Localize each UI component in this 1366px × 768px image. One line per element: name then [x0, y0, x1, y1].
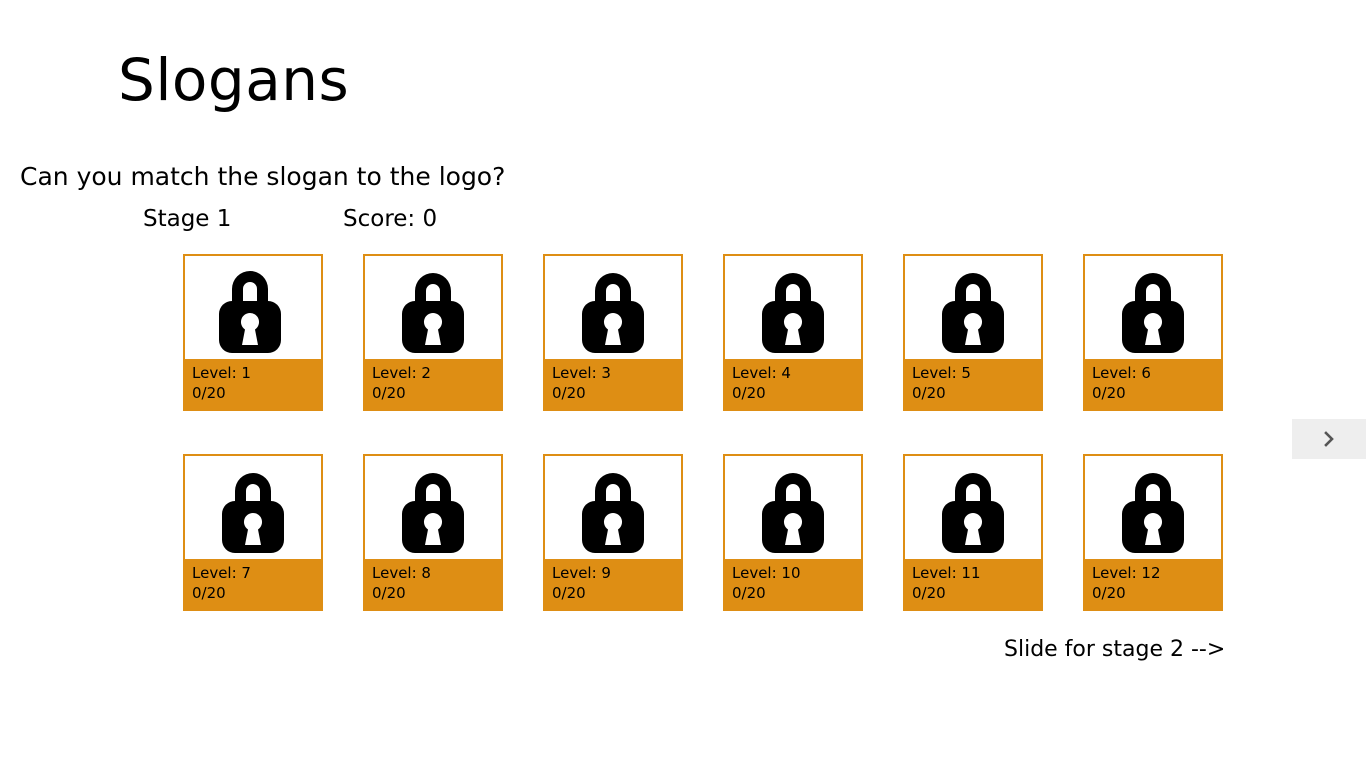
level-card-image: [185, 256, 321, 359]
level-card[interactable]: Level: 5 0/20: [903, 254, 1043, 411]
level-card-progress: 0/20: [192, 384, 226, 402]
level-card-image: [545, 456, 681, 559]
level-card-footer: Level: 3 0/20: [545, 359, 681, 409]
level-card-progress: 0/20: [912, 384, 946, 402]
lock-closed-icon: [942, 472, 1004, 553]
level-card-label: Level: 6: [1092, 364, 1151, 382]
level-card-image: [545, 256, 681, 359]
lock-closed-icon: [222, 472, 284, 553]
chevron-right-icon: [1324, 431, 1334, 447]
level-card-progress: 0/20: [732, 384, 766, 402]
level-card-image: [1085, 456, 1221, 559]
lock-closed-icon: [1122, 272, 1184, 353]
level-card-label: Level: 4: [732, 364, 791, 382]
level-card-progress: 0/20: [732, 584, 766, 602]
level-card-progress: 0/20: [1092, 384, 1126, 402]
level-card-image: [725, 256, 861, 359]
stage-label: Stage 1: [143, 206, 232, 232]
level-card-footer: Level: 1 0/20: [185, 359, 321, 409]
level-card[interactable]: Level: 7 0/20: [183, 454, 323, 611]
lock-closed-icon: [582, 272, 644, 353]
level-card-progress: 0/20: [552, 384, 586, 402]
lock-closed-icon: [1122, 472, 1184, 553]
level-card-label: Level: 1: [192, 364, 251, 382]
slide-for-next-stage-hint: Slide for stage 2 -->: [1004, 637, 1226, 662]
level-card-progress: 0/20: [552, 584, 586, 602]
level-card[interactable]: Level: 4 0/20: [723, 254, 863, 411]
level-card-progress: 0/20: [912, 584, 946, 602]
level-card-footer: Level: 9 0/20: [545, 559, 681, 609]
level-card-label: Level: 10: [732, 564, 801, 582]
level-card-image: [365, 256, 501, 359]
prompt-text: Can you match the slogan to the logo?: [20, 162, 506, 191]
level-card-progress: 0/20: [192, 584, 226, 602]
level-card-label: Level: 2: [372, 364, 431, 382]
level-card-label: Level: 12: [1092, 564, 1161, 582]
lock-closed-icon: [762, 272, 824, 353]
lock-closed-icon: [942, 272, 1004, 353]
level-card-footer: Level: 8 0/20: [365, 559, 501, 609]
level-card-footer: Level: 4 0/20: [725, 359, 861, 409]
score-label: Score: 0: [343, 206, 438, 232]
level-card-image: [1085, 256, 1221, 359]
level-card-image: [905, 256, 1041, 359]
level-card-label: Level: 5: [912, 364, 971, 382]
level-card-image: [905, 456, 1041, 559]
level-card-label: Level: 11: [912, 564, 981, 582]
level-card[interactable]: Level: 9 0/20: [543, 454, 683, 611]
level-card-label: Level: 3: [552, 364, 611, 382]
page-title: Slogans: [118, 46, 350, 114]
level-card-progress: 0/20: [1092, 584, 1126, 602]
level-card-image: [185, 456, 321, 559]
level-card-footer: Level: 11 0/20: [905, 559, 1041, 609]
level-card-label: Level: 9: [552, 564, 611, 582]
lock-closed-icon: [762, 472, 824, 553]
level-card[interactable]: Level: 2 0/20: [363, 254, 503, 411]
level-card[interactable]: Level: 12 0/20: [1083, 454, 1223, 611]
level-card-footer: Level: 6 0/20: [1085, 359, 1221, 409]
level-card-footer: Level: 12 0/20: [1085, 559, 1221, 609]
level-card[interactable]: Level: 10 0/20: [723, 454, 863, 611]
next-stage-button[interactable]: [1292, 419, 1366, 459]
level-card-progress: 0/20: [372, 584, 406, 602]
level-card-image: [725, 456, 861, 559]
level-card-label: Level: 7: [192, 564, 251, 582]
level-card[interactable]: Level: 11 0/20: [903, 454, 1043, 611]
lock-closed-icon: [402, 272, 464, 353]
level-card-label: Level: 8: [372, 564, 431, 582]
level-card-image: [365, 456, 501, 559]
lock-closed-icon: [402, 472, 464, 553]
level-card[interactable]: Level: 6 0/20: [1083, 254, 1223, 411]
lock-open-icon: [219, 270, 281, 353]
level-card-footer: Level: 7 0/20: [185, 559, 321, 609]
level-card[interactable]: Level: 3 0/20: [543, 254, 683, 411]
level-card[interactable]: Level: 8 0/20: [363, 454, 503, 611]
lock-closed-icon: [582, 472, 644, 553]
level-card-progress: 0/20: [372, 384, 406, 402]
level-card-footer: Level: 10 0/20: [725, 559, 861, 609]
level-card-footer: Level: 2 0/20: [365, 359, 501, 409]
level-card-footer: Level: 5 0/20: [905, 359, 1041, 409]
level-card[interactable]: Level: 1 0/20: [183, 254, 323, 411]
